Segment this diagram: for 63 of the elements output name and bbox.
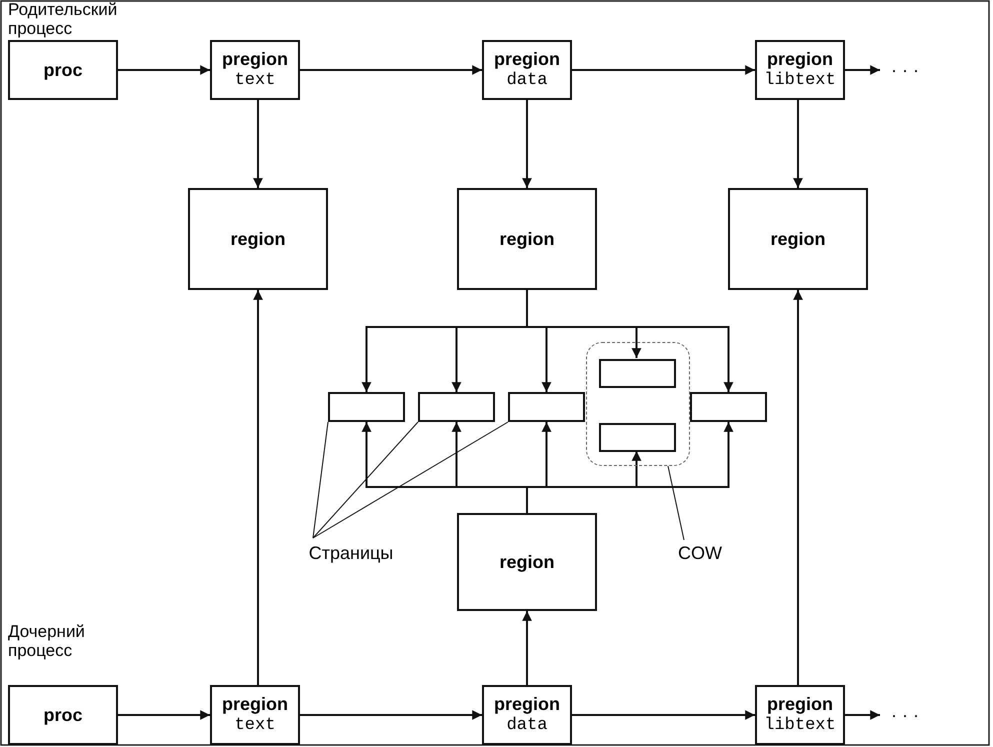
arrow (793, 100, 803, 188)
box-title: pregion (222, 48, 288, 70)
box-subtitle: text (234, 715, 276, 737)
dashed-group-outline (586, 342, 690, 466)
pregion-box (755, 685, 845, 745)
arrow (118, 710, 210, 720)
box-subtitle: text (234, 70, 276, 92)
callout-label: COW (672, 540, 728, 566)
box-title: region (499, 228, 554, 250)
arrow (526, 290, 734, 392)
pregion-box (210, 40, 300, 100)
process-label: Дочерний процесс (8, 622, 86, 660)
proc-box (8, 685, 118, 745)
arrow (300, 710, 482, 720)
arrow (845, 65, 880, 75)
page-box (599, 359, 676, 388)
arrow (522, 611, 532, 685)
arrow (572, 65, 755, 75)
box-title: pregion (767, 48, 833, 70)
box-title: region (499, 551, 554, 573)
callout-label: Страницы (296, 540, 406, 566)
leader-line (312, 422, 328, 538)
box-title: proc (43, 704, 82, 726)
arrow (845, 710, 880, 720)
leader-line (312, 422, 508, 538)
page-box (418, 392, 495, 422)
box-subtitle: data (506, 715, 548, 737)
region-box (457, 513, 597, 611)
region-box (188, 188, 328, 290)
page-box (508, 392, 585, 422)
arrow (572, 710, 755, 720)
box-title: proc (43, 59, 82, 81)
pregion-box (210, 685, 300, 745)
box-title: pregion (222, 693, 288, 715)
process-label: Родительский процесс (8, 0, 118, 38)
arrow (253, 100, 263, 188)
box-title: region (230, 228, 286, 250)
arrow (300, 65, 482, 75)
ellipsis-text: · · · (880, 704, 930, 726)
box-subtitle: libtext (764, 715, 836, 737)
page-box (690, 392, 767, 422)
pregion-box (482, 685, 572, 745)
region-box (457, 188, 597, 290)
box-subtitle: libtext (764, 70, 836, 92)
box-title: pregion (494, 48, 560, 70)
box-title: pregion (767, 693, 833, 715)
page-box (599, 423, 676, 452)
box-title: pregion (494, 693, 560, 715)
region-box (728, 188, 868, 290)
arrow (118, 65, 210, 75)
arrow (253, 290, 263, 685)
page-box (328, 392, 405, 422)
arrow (526, 422, 734, 513)
box-title: region (770, 228, 826, 250)
pregion-box (482, 40, 572, 100)
arrow (793, 290, 803, 685)
proc-box (8, 40, 118, 100)
leader-line (312, 422, 418, 538)
box-subtitle: data (506, 70, 548, 92)
arrow (522, 100, 532, 188)
ellipsis-text: · · · (880, 59, 930, 81)
leader-line (668, 466, 684, 540)
pregion-box (755, 40, 845, 100)
